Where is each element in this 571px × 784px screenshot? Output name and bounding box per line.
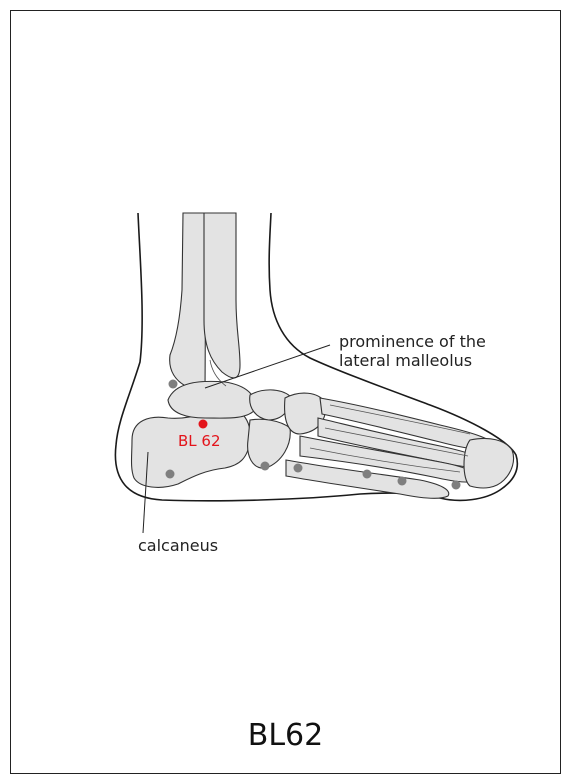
leg-bones bbox=[170, 213, 240, 392]
landmark-dot bbox=[261, 462, 270, 471]
landmark-dot bbox=[294, 464, 303, 473]
landmark-dot bbox=[363, 470, 372, 479]
toe-phalanges bbox=[464, 438, 514, 488]
landmark-dot bbox=[166, 470, 175, 479]
tibia bbox=[170, 213, 206, 392]
bl62-acupoint-dot bbox=[199, 420, 208, 429]
acupoint-label: BL 62 bbox=[178, 432, 221, 450]
landmark-dot bbox=[398, 477, 407, 486]
fibula bbox=[204, 213, 240, 378]
malleolus-label-line2: lateral malleolus bbox=[339, 352, 472, 370]
landmark-dot bbox=[452, 481, 461, 490]
talus-bone bbox=[168, 381, 255, 418]
landmark-dot bbox=[169, 380, 178, 389]
cuboid-bone bbox=[248, 419, 291, 468]
figure-title: BL62 bbox=[0, 718, 571, 753]
calcaneus-label: calcaneus bbox=[138, 537, 218, 555]
malleolus-label-line1: prominence of the bbox=[339, 333, 486, 351]
